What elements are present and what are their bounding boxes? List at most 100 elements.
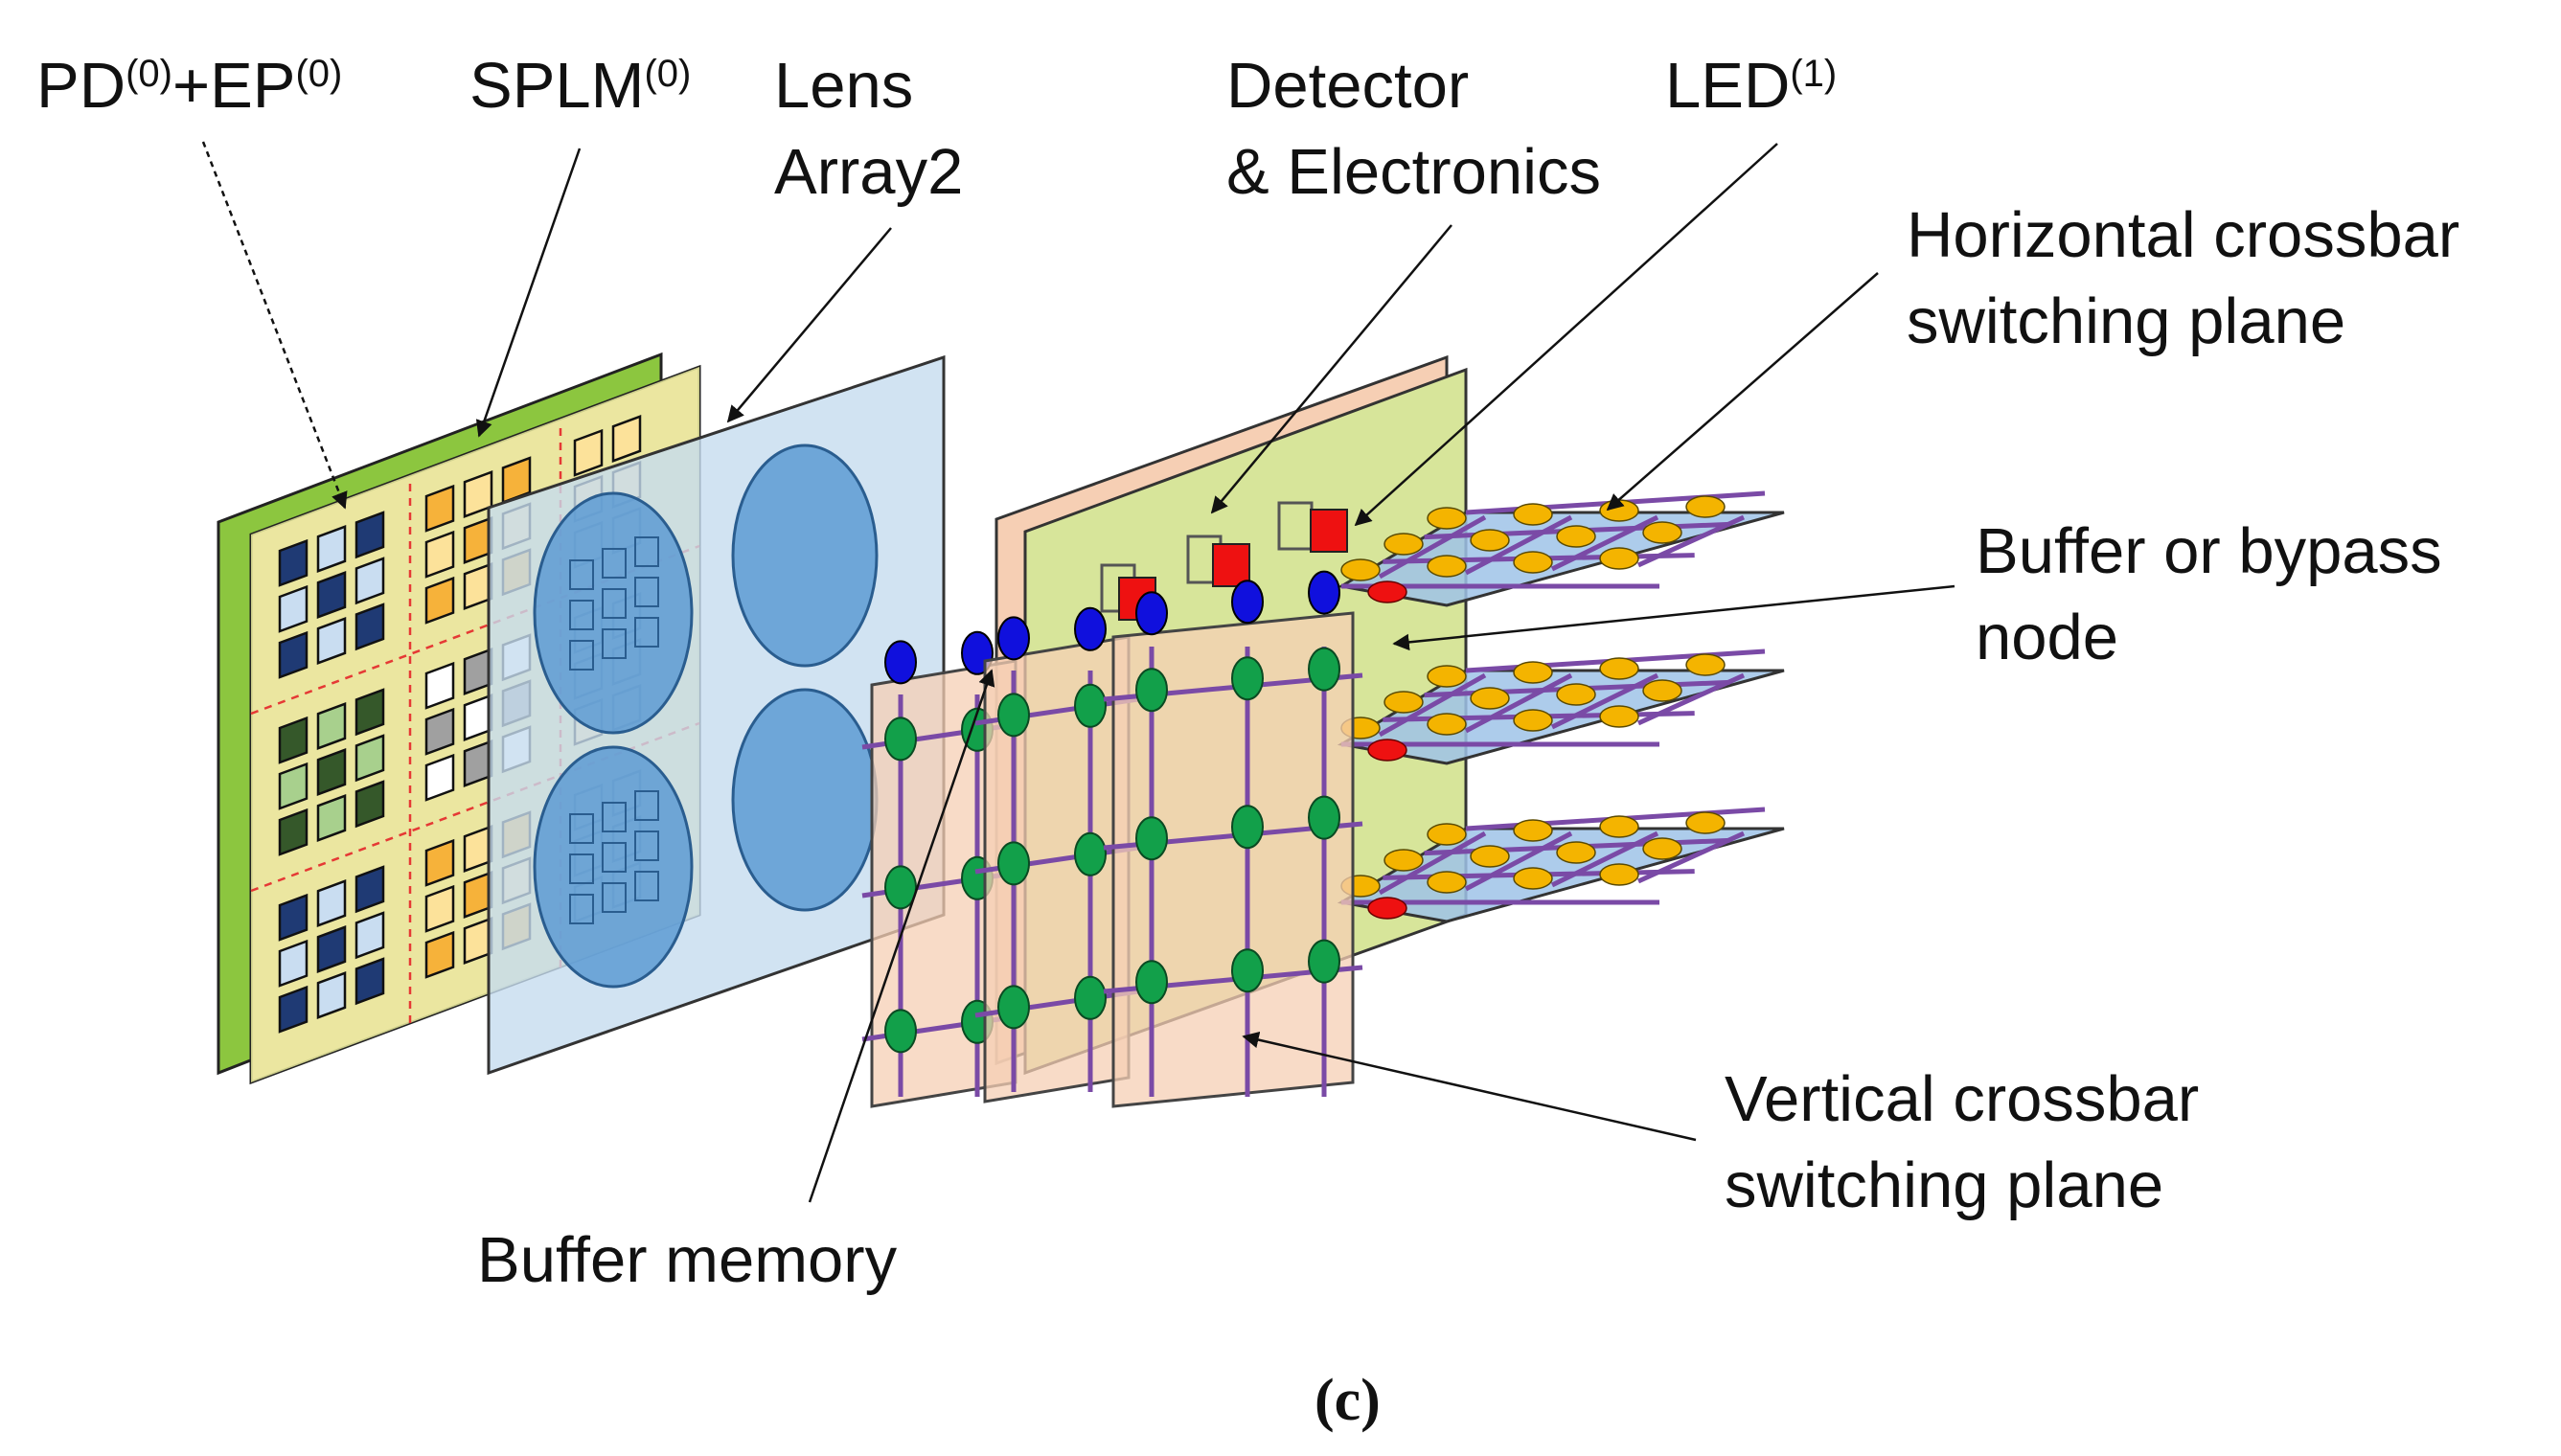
switch-node [1513, 867, 1553, 890]
splm-pixel [424, 484, 455, 533]
buffer-node [1367, 897, 1407, 920]
buffer-node-leader [1392, 584, 1955, 651]
vertical-crossbar-plane [974, 606, 1139, 1103]
horizontal-leader [1606, 272, 1879, 512]
switch-node [1135, 668, 1168, 713]
horizontal-crossbar-planes [1337, 490, 1785, 923]
lens-pixel [569, 600, 594, 630]
crossbar-line [1464, 672, 1573, 734]
figure-caption: (c) [1315, 1368, 1381, 1433]
switch-node [1135, 816, 1168, 861]
switch-node [1642, 837, 1682, 860]
switch-node [1470, 687, 1510, 710]
splm-pixel [316, 617, 347, 665]
splm-pixel [424, 753, 455, 802]
splm-pixel [278, 584, 309, 633]
splm-pixel [316, 879, 347, 927]
crossbar-line [1464, 830, 1573, 892]
lens-pixel [602, 842, 627, 873]
crossbar-line [1378, 514, 1487, 580]
switch-node [1599, 499, 1639, 522]
switch-node [1599, 705, 1639, 728]
vertical-leader [1242, 1031, 1697, 1142]
splm-pixel [316, 971, 347, 1019]
splm-leader [475, 148, 582, 438]
detector-leader [1210, 224, 1452, 514]
lens-pixel [569, 559, 594, 590]
switch-node [884, 717, 917, 762]
switch-node [1231, 656, 1264, 701]
switch-node [1556, 683, 1596, 706]
lens-pixel [569, 853, 594, 884]
crossbar-line [1378, 672, 1487, 738]
switch-node [1642, 679, 1682, 702]
vertical-crossbar-planes [861, 570, 1363, 1108]
splm-pixel [424, 576, 455, 625]
splm-pixel [316, 571, 347, 619]
lens-pixel [634, 871, 659, 901]
buffer-memory-label: Buffer memory [477, 1224, 898, 1296]
vertical-crossbar-plane [1103, 570, 1363, 1108]
switch-node [1685, 495, 1726, 518]
crossbar-line [1636, 672, 1746, 726]
pd-ep-leader [201, 141, 348, 510]
splm-pixel [354, 603, 385, 651]
horizontal-crossbar-plane [1337, 490, 1785, 607]
lens-circle [533, 491, 694, 735]
lens-label-line2: Array2 [774, 136, 963, 208]
leader-lines [201, 141, 1955, 1203]
lens-label-line1: Lens [774, 50, 913, 122]
lens-pixel [602, 548, 627, 579]
switch-node [1383, 533, 1424, 556]
switch-node [1427, 507, 1467, 530]
switch-node [1685, 811, 1726, 834]
switch-node [997, 693, 1030, 738]
led-cell [1212, 543, 1250, 587]
lens-circle [731, 688, 879, 912]
buffer-memory-node [1074, 606, 1107, 651]
horizontal-label-line1: Horizontal crossbar [1907, 199, 2459, 271]
switch-node [1513, 709, 1553, 732]
buffer-node [1367, 739, 1407, 762]
switch-node [1135, 960, 1168, 1005]
splm-pixel [354, 865, 385, 914]
switch-node [1231, 948, 1264, 993]
splm-pixel [611, 415, 642, 463]
buffer-memory-node [1135, 591, 1168, 636]
switch-node [1599, 863, 1639, 886]
switch-node [1556, 841, 1596, 864]
switch-node [1599, 815, 1639, 838]
switch-node [1599, 547, 1639, 570]
vertical-label-line2: switching plane [1725, 1149, 2163, 1221]
lens-pixel [634, 536, 659, 567]
splm-pixel [354, 780, 385, 829]
splm-pixel [278, 630, 309, 679]
crossbar-line [1550, 672, 1659, 730]
buffer-memory-node [1231, 580, 1264, 625]
switch-node [1308, 939, 1340, 984]
buffer-memory-node [997, 616, 1030, 661]
splm-pixel [278, 985, 309, 1034]
detector-label-line2: & Electronics [1226, 136, 1601, 208]
splm-pixel [278, 808, 309, 856]
lens-pixel [602, 882, 627, 913]
splm-pixel [354, 911, 385, 960]
switch-node [1074, 975, 1107, 1020]
lens-circle [731, 444, 879, 668]
switch-node [997, 841, 1030, 886]
led-leader [1354, 143, 1778, 527]
crossbar-line [1636, 514, 1746, 568]
switch-node [1383, 849, 1424, 872]
switch-node [1642, 521, 1682, 544]
lens-leader [726, 227, 892, 423]
splm-pixel [501, 456, 532, 505]
splm-pixel [316, 925, 347, 973]
lens-pixel [634, 577, 659, 607]
switch-node [884, 865, 917, 910]
switch-node [1383, 691, 1424, 714]
splm-pixel [354, 957, 385, 1006]
splm-pixel [278, 762, 309, 810]
led-cell [1310, 509, 1348, 553]
splm-pixel [278, 939, 309, 988]
